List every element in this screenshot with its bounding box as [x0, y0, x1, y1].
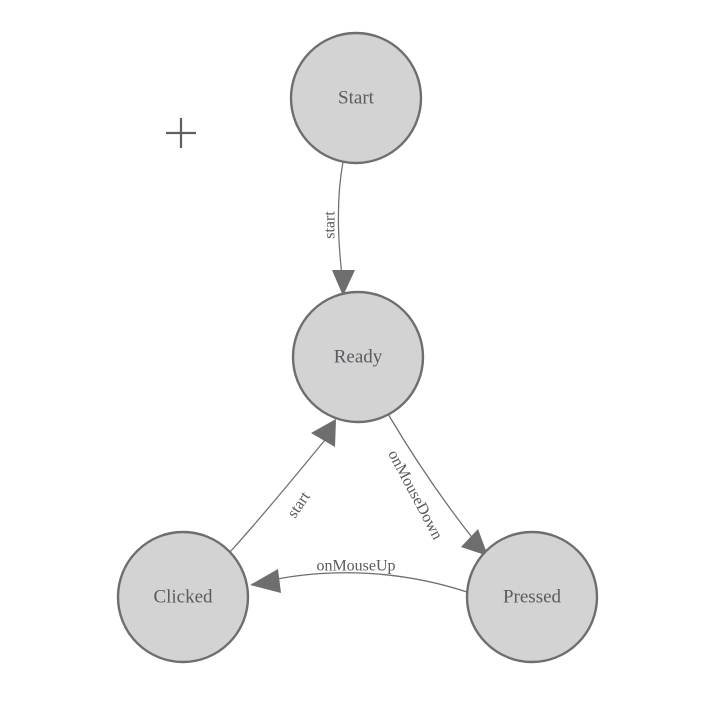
node-clicked-label: Clicked	[153, 587, 213, 608]
node-clicked[interactable]: Clicked	[116, 530, 250, 664]
edge-start-to-ready-path	[337, 161, 344, 285]
crosshair-cursor-icon	[166, 118, 196, 148]
edge-start-to-ready-arrowhead	[332, 270, 355, 296]
edge-clicked-to-ready-arrowhead	[311, 419, 336, 447]
node-start-label: Start	[338, 88, 375, 109]
edge-clicked-to-ready[interactable]: start	[229, 419, 336, 553]
node-pressed-label: Pressed	[503, 587, 562, 608]
edge-pressed-to-clicked-arrowhead	[250, 569, 281, 593]
edge-label-pressed-to-clicked: onMouseUp	[316, 558, 395, 575]
edge-clicked-to-ready-path	[229, 439, 326, 553]
node-clicked-circle[interactable]	[116, 530, 250, 664]
edge-label-clicked-to-ready: start	[284, 488, 314, 521]
edge-pressed-to-clicked-path	[271, 572, 468, 593]
node-start-circle[interactable]	[289, 31, 423, 165]
node-ready[interactable]: Ready	[291, 290, 425, 424]
node-start[interactable]: Start	[289, 31, 423, 165]
edge-ready-to-pressed-path	[387, 413, 479, 546]
edge-ready-to-pressed[interactable]: onMouseDown	[384, 413, 488, 556]
node-pressed-circle[interactable]	[465, 530, 599, 664]
node-ready-circle[interactable]	[291, 290, 425, 424]
edge-pressed-to-clicked[interactable]: onMouseUp	[250, 558, 468, 594]
edge-start-to-ready[interactable]: start	[322, 161, 356, 296]
edge-label-start-to-ready: start	[322, 211, 339, 239]
node-pressed[interactable]: Pressed	[465, 530, 599, 664]
edge-label-ready-to-pressed: onMouseDown	[384, 447, 445, 542]
edge-ready-to-pressed-arrowhead	[461, 529, 488, 556]
node-ready-label: Ready	[334, 347, 383, 368]
